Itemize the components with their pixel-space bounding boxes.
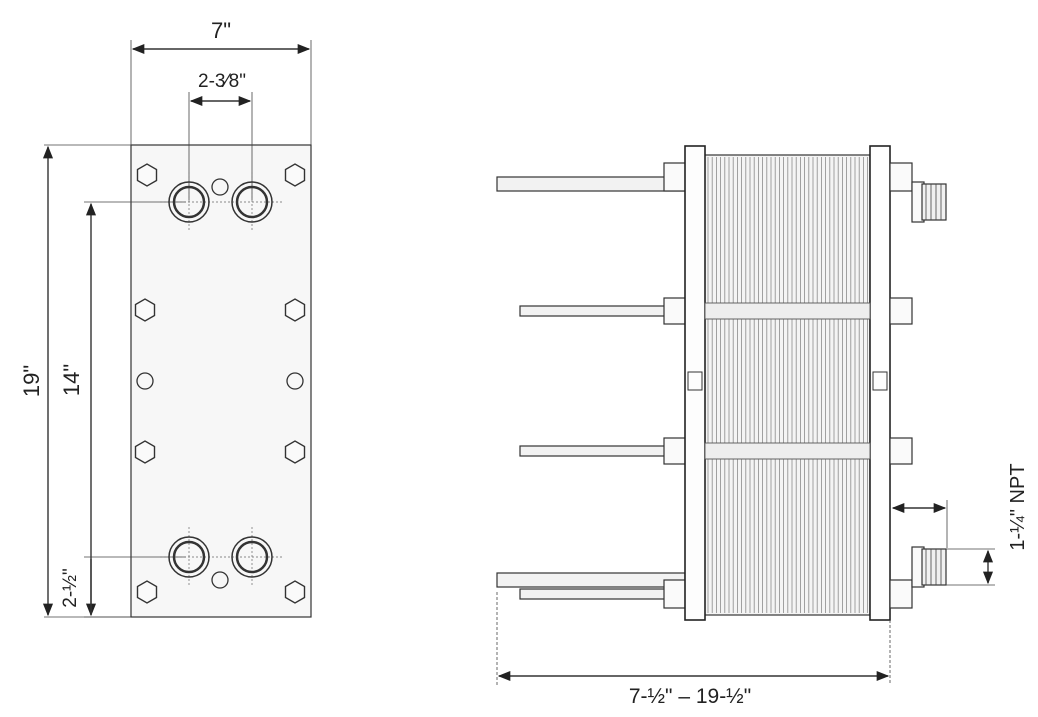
connection-label: 1-¼" NPT <box>1007 463 1029 550</box>
side-view: 1-¼" NPT 7-½" – 19-½" <box>496 145 1029 708</box>
bolt-hex <box>284 298 306 322</box>
guide-bracket <box>872 371 888 391</box>
port <box>231 181 273 223</box>
bottom-offset-label: 2-½" <box>60 568 81 607</box>
tie-rod <box>519 297 687 325</box>
port <box>168 181 210 223</box>
length-label: 7-½" – 19-½" <box>629 685 751 708</box>
guide-hole <box>286 372 304 390</box>
bolt-hex <box>136 163 158 187</box>
port-spacing-label: 2-3⁄8" <box>198 71 246 92</box>
pressure-plate <box>869 145 891 621</box>
tie-bar <box>704 302 871 320</box>
nut <box>889 579 913 609</box>
bolt-group <box>134 163 306 604</box>
port-center-label: 14" <box>59 364 84 396</box>
tie-bar <box>704 442 871 460</box>
plate-pack-fins <box>707 157 868 613</box>
port <box>231 536 273 578</box>
guide-hole <box>136 372 154 390</box>
nut <box>889 437 913 465</box>
bolt-hex <box>134 440 156 464</box>
bolt-hex <box>134 298 156 322</box>
height-label: 19" <box>19 365 44 397</box>
fixed-frame-plate <box>684 145 706 621</box>
plate-outline <box>130 144 312 618</box>
tie-rod <box>519 437 687 465</box>
front-view: 7" 2-3⁄8" 19" 14" 2-½" <box>19 18 312 618</box>
bolt-hex <box>284 580 306 604</box>
alignment-hole <box>211 571 229 589</box>
port <box>168 536 210 578</box>
nut <box>889 162 913 192</box>
width-label: 7" <box>211 18 231 43</box>
tie-rod <box>496 162 687 192</box>
npt-connection-top <box>911 181 947 223</box>
bolt-hex <box>284 163 306 187</box>
nut <box>889 297 913 325</box>
guide-bracket <box>687 371 703 391</box>
tie-rod <box>496 572 687 609</box>
alignment-hole <box>211 178 229 196</box>
bolt-hex <box>284 440 306 464</box>
npt-connection-bottom <box>911 546 947 588</box>
bolt-hex <box>136 580 158 604</box>
